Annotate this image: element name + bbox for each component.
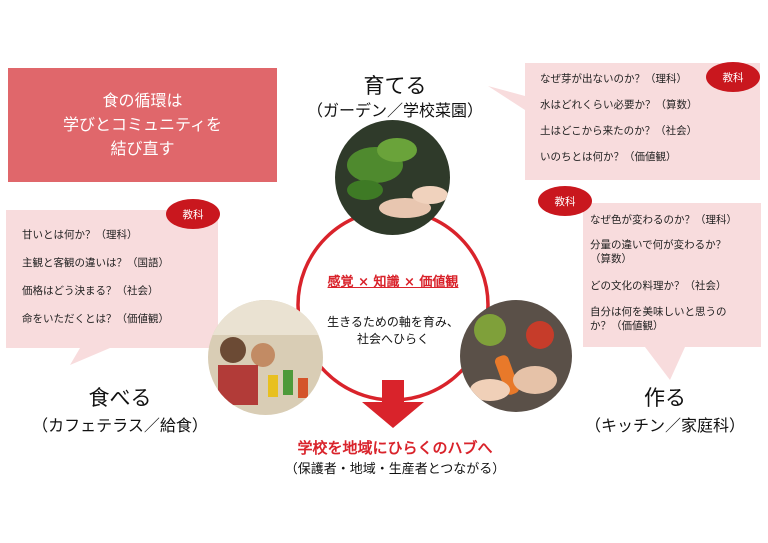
center-message: 生きるための軸を育み、 社会へひらく bbox=[327, 315, 459, 346]
cafeteria-photo bbox=[208, 300, 323, 415]
cook-bubble-shape bbox=[583, 203, 761, 380]
kitchen-photo bbox=[460, 300, 572, 412]
eat-bubble-shape bbox=[6, 210, 218, 365]
grow-title: 育てる bbox=[363, 74, 427, 98]
eat-title: 食べる bbox=[88, 386, 152, 410]
grow-question-1: なぜ芽が出ないのか？（理科） bbox=[540, 73, 687, 85]
eat-subject-tag: 教科 bbox=[166, 199, 220, 229]
grow-question-3: 土はどこから来たのか？（社会） bbox=[540, 125, 698, 137]
title-box: 食の循環は 学びとコミュニティを 結び直す bbox=[8, 68, 277, 182]
cook-title: 作る bbox=[644, 386, 686, 410]
cook-question-2: 分量の違いで何が変わるか？ （算数） bbox=[590, 239, 727, 265]
eat-question-3: 価格はどう決まる？（社会） bbox=[22, 285, 159, 297]
garden-photo bbox=[335, 120, 450, 235]
cook-subject-tag: 教科 bbox=[538, 186, 592, 216]
center-keywords: 感覚 × 知識 × 価値観 bbox=[327, 275, 459, 290]
eat-question-4: 命をいただくとは？（価値観） bbox=[22, 313, 169, 325]
cook-subtitle: （キッチン／家庭科） bbox=[584, 416, 745, 435]
cook-question-3: どの文化の料理か？（社会） bbox=[590, 280, 727, 292]
cycle-ring bbox=[296, 208, 490, 402]
cook-question-1: なぜ色が変わるのか？（理科） bbox=[590, 214, 737, 226]
title-text: 食の循環は 学びとコミュニティを 結び直す bbox=[62, 91, 223, 158]
cook-question-4: 自分は何を美味しいと思うの か？（価値観） bbox=[590, 306, 727, 332]
grow-subject-tag: 教科 bbox=[706, 62, 760, 92]
down-arrow bbox=[362, 380, 424, 428]
eat-question-1: 甘いとは何か？（理科） bbox=[22, 229, 138, 241]
grow-question-2: 水はどれくらい必要か？（算数） bbox=[540, 99, 698, 111]
grow-subtitle: （ガーデン／学校菜園） bbox=[306, 101, 483, 120]
hub-title: 学校を地域にひらくのハブへ bbox=[297, 439, 493, 457]
grow-question-4: いのちとは何か？（価値観） bbox=[540, 151, 677, 163]
eat-subtitle: （カフェテラス／給食） bbox=[32, 416, 208, 435]
eat-question-2: 主観と客観の違いは？（国語） bbox=[22, 257, 169, 269]
hub-subtitle: （保護者・地域・生産者とつながる） bbox=[284, 462, 506, 477]
grow-bubble-shape bbox=[488, 63, 760, 180]
